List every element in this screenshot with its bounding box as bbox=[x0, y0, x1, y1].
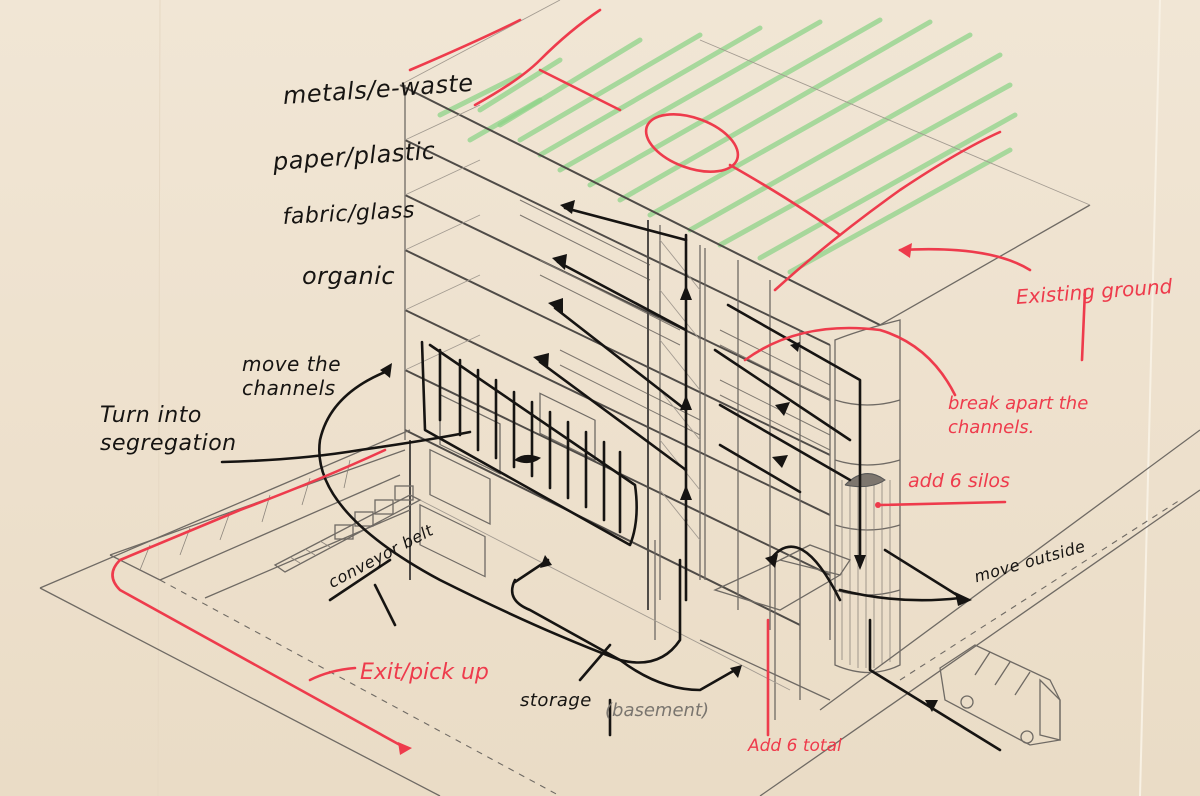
floor-slabs bbox=[404, 85, 831, 626]
vertical-lift-core bbox=[647, 220, 771, 630]
annotation-add-6-silos: add 6 silos bbox=[908, 470, 1010, 492]
annotation-add-6-total: Add 6 total bbox=[748, 736, 842, 756]
circulation-arrows bbox=[220, 200, 1002, 752]
annotation-move-channels: move the channels bbox=[242, 352, 342, 400]
paper-fold-line bbox=[1139, 0, 1161, 796]
basement-outline bbox=[39, 429, 1200, 796]
annotation-exit-pickup: Exit/pick up bbox=[360, 660, 489, 685]
floor-label-organic: organic bbox=[302, 262, 396, 290]
paper-crease bbox=[157, 0, 161, 796]
annotation-basement: (basement) bbox=[605, 700, 710, 721]
red-markup bbox=[111, 8, 1087, 755]
roof-outline bbox=[399, 0, 1091, 326]
floor-conveyors bbox=[519, 199, 831, 451]
annotation-storage: storage bbox=[520, 690, 592, 711]
garbage-truck-icon bbox=[939, 644, 1061, 746]
silo-cylinder bbox=[834, 319, 901, 674]
annotation-turn-into-segregation: Turn into segregation bbox=[100, 403, 237, 456]
tipping-hopper bbox=[699, 544, 851, 701]
basement-conveyor bbox=[273, 485, 422, 573]
channel-hatch-box bbox=[420, 340, 638, 547]
green-roof-hatch bbox=[437, 17, 1018, 275]
annotation-break-apart-channels: break apart the channels. bbox=[948, 393, 1089, 438]
